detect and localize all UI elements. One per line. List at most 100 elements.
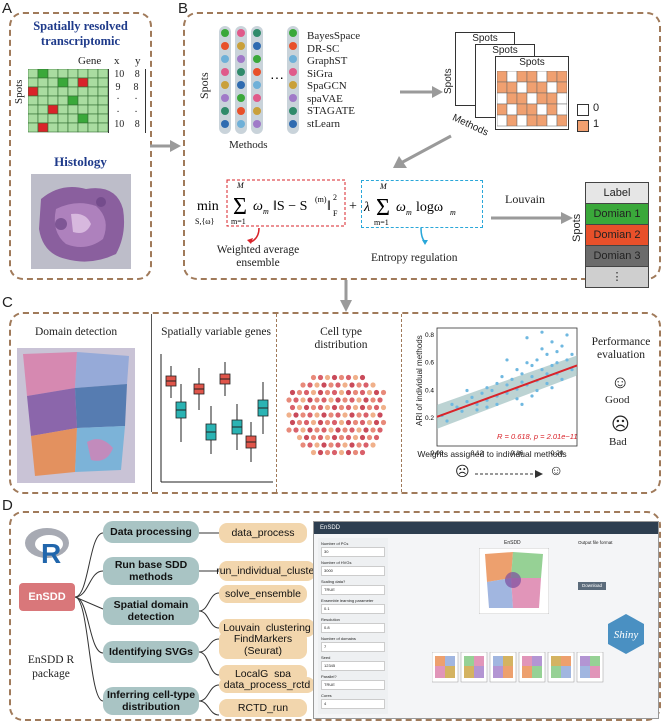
cell-spot [349, 427, 355, 433]
cell-spot [303, 404, 310, 411]
cell-spot [296, 419, 303, 426]
cell-spot [293, 412, 299, 418]
app-field-input[interactable]: 4 [321, 699, 385, 709]
cell-spot [307, 382, 313, 388]
matrix-cell [77, 69, 89, 79]
thumb-region [503, 666, 513, 678]
cell-spot [345, 404, 352, 411]
matrix-cell [97, 69, 108, 79]
data-point [505, 383, 509, 387]
binary-cell [506, 81, 518, 94]
b-spots-label: Spots [197, 72, 211, 99]
gene-label: Gene [78, 55, 102, 67]
binary-cell [506, 103, 518, 116]
cell-spot [363, 397, 369, 403]
cell-spot [359, 404, 366, 411]
app-field-label: Scaling data? [321, 579, 346, 584]
domain-3: Domian 3 [586, 246, 648, 267]
cell-spot [349, 412, 355, 418]
data-point [510, 377, 514, 381]
x-tick-label: 0.08 [431, 450, 444, 457]
app-field-input[interactable]: 0.1 [321, 604, 385, 614]
method-dot [289, 42, 297, 50]
cell-spot [307, 427, 313, 433]
matrix-cell [28, 104, 39, 115]
group-data-processing: Data processing [103, 521, 199, 543]
cell-spot [314, 382, 320, 388]
cell-spot [293, 427, 299, 433]
cell-spot [352, 404, 359, 411]
app-download-button[interactable]: Download [578, 582, 606, 590]
cell-spot [317, 389, 324, 396]
panel-d: R EnSDD EnSDD R package Data processing … [9, 511, 661, 721]
svg-boxplot [160, 354, 273, 483]
cell-spot [370, 412, 376, 418]
group-cell-type: Inferring cell-type distribution [103, 687, 199, 715]
cell-spot [331, 449, 338, 456]
svg-text:‖S − S: ‖S − S [273, 199, 307, 214]
cell-spot [310, 404, 317, 411]
binary-cell [526, 92, 538, 105]
app-field-input[interactable]: TRUE [321, 585, 385, 595]
method-dot [237, 120, 245, 128]
data-point [550, 340, 554, 344]
matrix-cell [77, 77, 89, 88]
binary-cell [536, 114, 548, 127]
app-field-input[interactable]: 30 [321, 547, 385, 557]
domain-spots-label: Spots [571, 213, 583, 242]
cell-spot [286, 427, 292, 433]
y-tick-label: 0.4 [425, 387, 434, 394]
legend-zero: 0 [593, 102, 600, 114]
perf-eval-label: Performance evaluation [591, 336, 651, 361]
fn-rctd-run: RCTD_run [219, 699, 307, 717]
data-point [520, 402, 524, 406]
method-dot [237, 94, 245, 102]
thumb-region [580, 666, 590, 678]
data-point [515, 368, 519, 372]
cell-spot [317, 404, 324, 411]
method-dot [253, 94, 261, 102]
y-label: y [135, 55, 141, 67]
matrix-cell [47, 122, 59, 133]
cell-spot [314, 442, 320, 448]
svg-text:M: M [236, 181, 245, 190]
binary-cell [546, 103, 558, 116]
app-field-input[interactable]: TRUE [321, 680, 385, 690]
matrix-cell [37, 104, 49, 115]
thumb-region [503, 656, 513, 666]
cell-spot [321, 427, 327, 433]
method-dot [253, 107, 261, 115]
binary-cell [546, 114, 558, 127]
matrix-cell [77, 86, 89, 97]
matrix-front: Spots [495, 56, 569, 130]
app-field-input[interactable]: 12345 [321, 661, 385, 671]
data-point [560, 377, 564, 381]
svg-text:S,{ω}: S,{ω} [195, 217, 215, 226]
data-point [485, 386, 489, 390]
app-plot-title: EnSDD [504, 540, 521, 546]
method-column [219, 26, 231, 134]
app-field-input[interactable]: 0.8 [321, 623, 385, 633]
app-field-input[interactable]: 3000 [321, 566, 385, 576]
data-point [495, 402, 499, 406]
app-field-input[interactable]: 7 [321, 642, 385, 652]
app-output-label: Output file format [578, 540, 613, 545]
thumb-region [551, 666, 561, 678]
binary-cell [497, 103, 508, 116]
data-point [545, 381, 549, 386]
thumb-region [561, 656, 571, 666]
data-point [450, 402, 454, 406]
happy-face-icon: ☺ [549, 464, 564, 479]
matrix-cell [28, 77, 39, 88]
spots-label: Spots [13, 79, 25, 104]
binary-cell [536, 92, 548, 105]
matrix-cell [57, 104, 69, 115]
thumb-region [464, 656, 474, 666]
cell-spot [363, 427, 369, 433]
fn-run-individual: run_individual_cluster [216, 561, 318, 581]
matrix-cell [67, 104, 79, 115]
